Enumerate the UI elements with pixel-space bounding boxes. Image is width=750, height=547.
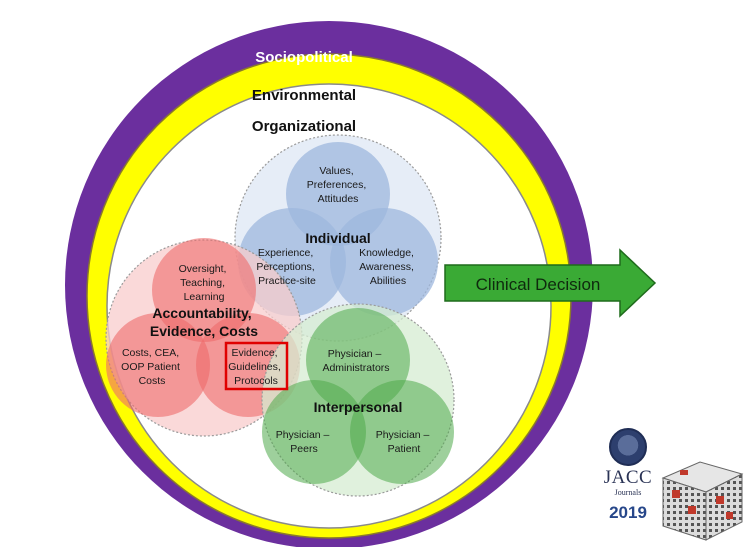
interpersonal-left-circle	[262, 380, 366, 484]
seal-icon	[609, 428, 647, 466]
interpersonal-left-text: Physician – Peers	[276, 429, 333, 455]
interpersonal-right-text: Physician – Patient	[376, 429, 433, 455]
accountability-right-line-3: Protocols	[234, 375, 278, 387]
individual-right-line-3: Abilities	[370, 275, 406, 287]
logo-name: JACC	[603, 467, 653, 488]
accountability-heading: Accountability, Evidence, Costs	[150, 305, 258, 339]
accountability-left-text: Costs, CEA, OOP Patient Costs	[121, 347, 183, 387]
accountability-top-line-1: Oversight,	[179, 263, 227, 275]
environmental-label: Environmental	[252, 87, 356, 104]
interpersonal-top-line-2: Administrators	[322, 362, 389, 374]
interpersonal-cluster	[261, 303, 455, 497]
logo-year: 2019	[609, 503, 647, 522]
interpersonal-right-line-1: Physician –	[376, 429, 430, 441]
individual-top-text: Values, Preferences, Attitudes	[307, 165, 369, 205]
individual-left-line-1: Experience,	[258, 247, 313, 259]
individual-right-line-2: Awareness,	[359, 261, 414, 273]
accountability-cluster	[105, 238, 303, 437]
individual-left-text: Experience, Perceptions, Practice-site	[256, 247, 317, 287]
accountability-left-circle	[106, 313, 210, 417]
accountability-top-circle	[152, 238, 256, 342]
individual-top-line-2: Preferences,	[307, 179, 367, 191]
accountability-left-line-2: OOP Patient	[121, 361, 180, 373]
individual-right-line-1: Knowledge,	[359, 247, 414, 259]
interpersonal-top-text: Physician – Administrators	[322, 348, 389, 374]
jacc-logo: JACC Journals 2019	[598, 428, 658, 528]
interpersonal-left-line-2: Peers	[290, 443, 317, 455]
accountability-left-line-3: Costs	[139, 375, 166, 387]
individual-top-line-3: Attitudes	[318, 193, 359, 205]
accountability-heading-line-2: Evidence, Costs	[150, 323, 258, 339]
individual-heading: Individual	[305, 230, 370, 246]
accountability-top-line-3: Learning	[184, 291, 225, 303]
individual-left-line-2: Perceptions,	[256, 261, 314, 273]
interpersonal-left-line-1: Physician –	[276, 429, 330, 441]
interpersonal-top-line-1: Physician –	[328, 348, 382, 360]
logo-sub: Journals	[614, 488, 642, 497]
clinical-decision-label: Clinical Decision	[476, 275, 601, 294]
organizational-label: Organizational	[252, 118, 356, 135]
individual-left-line-3: Practice-site	[258, 275, 316, 287]
clinical-decision-arrow: Clinical Decision	[444, 248, 657, 318]
interpersonal-right-circle	[350, 380, 454, 484]
accountability-right-line-1: Evidence,	[231, 347, 277, 359]
individual-right-text: Knowledge, Awareness, Abilities	[359, 247, 417, 287]
interpersonal-right-line-2: Patient	[388, 443, 421, 455]
accountability-heading-line-1: Accountability,	[152, 305, 251, 321]
individual-right-circle	[330, 208, 438, 316]
accountability-top-text: Oversight, Teaching, Learning	[179, 263, 230, 303]
accountability-right-text: Evidence, Guidelines, Protocols	[228, 347, 283, 387]
accountability-left-line-1: Costs, CEA,	[122, 347, 179, 359]
individual-top-line-1: Values,	[319, 165, 353, 177]
evidence-highlight-box	[224, 341, 289, 391]
interpersonal-heading: Interpersonal	[314, 399, 403, 415]
cube-illustration	[661, 461, 744, 541]
accountability-right-line-2: Guidelines,	[228, 361, 281, 373]
accountability-top-line-2: Teaching,	[180, 277, 225, 289]
sociopolitical-label: Sociopolitical	[255, 49, 353, 66]
